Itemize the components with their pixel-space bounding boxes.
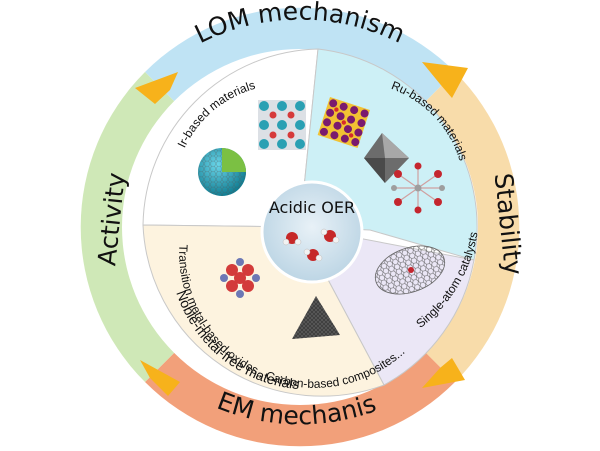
ru-molecular-structure-icon <box>391 162 445 214</box>
oxide-cluster-icon <box>220 258 260 298</box>
ru-octahedron-icon <box>364 133 409 183</box>
arrow-bottom-left-icon <box>140 360 180 396</box>
water-molecule-icon <box>282 228 340 262</box>
arrow-bottom-right-icon <box>422 358 465 388</box>
segment-ir-based <box>142 48 319 228</box>
segment-noble-metal-free <box>142 224 385 397</box>
center-acidic-oer: Acidic OER <box>260 180 364 284</box>
ru-crystal-lattice-icon <box>317 97 370 149</box>
ir-crystal-lattice-icon <box>258 100 306 150</box>
single-atom-graphene-icon <box>374 245 446 295</box>
ir-sphere-particle-icon <box>198 148 246 196</box>
arrow-top-right-icon <box>422 62 468 98</box>
arrow-top-left-icon <box>135 72 178 104</box>
cycle-arrows <box>135 62 468 396</box>
carbon-pyramid-icon <box>292 296 340 339</box>
center-label: Acidic OER <box>269 198 355 217</box>
